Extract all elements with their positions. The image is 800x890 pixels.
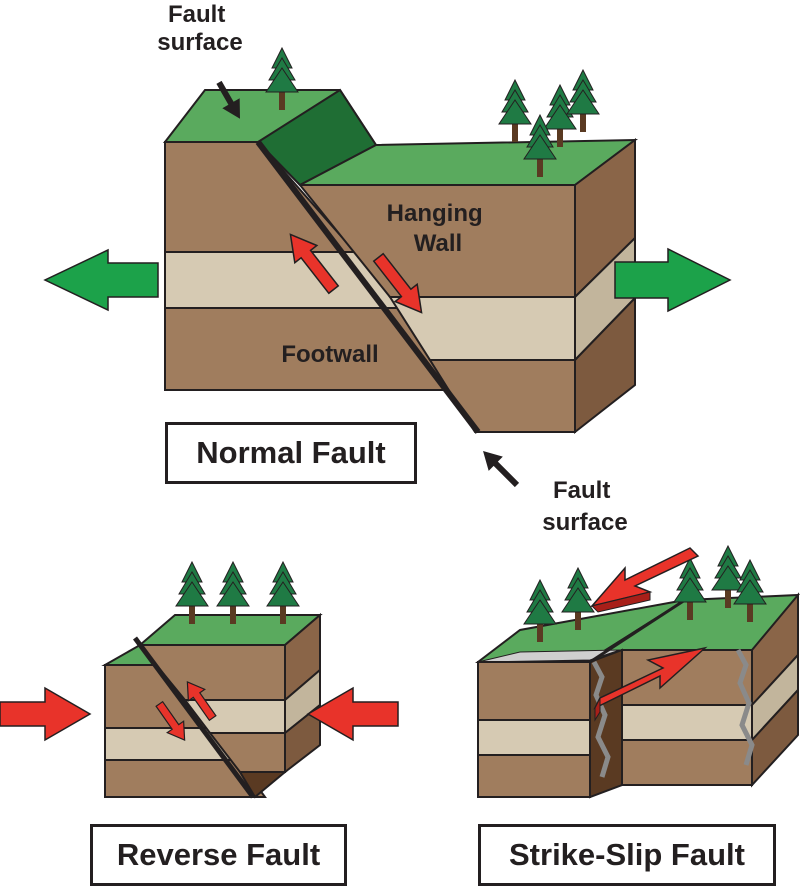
black-pointer-arrow-icon [216,80,240,119]
red-arrow-icon [186,681,217,722]
red-arrow-icon [589,547,700,613]
reverse-fault-title: Reverse Fault [90,824,347,886]
normal-fault-title: Normal Fault [165,422,417,484]
strike-slip-fault-title: Strike-Slip Fault [478,824,776,886]
red-arrow-icon [372,252,423,314]
green-arrow-icon [43,248,159,312]
red-arrow-icon [289,233,340,295]
red-arrow-icon [593,646,708,722]
pine-tree-icon [498,79,532,143]
strike-slip-fault-block [474,592,800,799]
fault-surface-top-label: Fault surface [157,1,242,56]
reverse-fault-block [101,612,323,799]
green-arrow-icon [614,247,732,313]
black-pointer-arrow-icon [483,451,520,488]
red-arrow-icon [0,686,92,742]
fault-surface-bottom-label: Fault surface [542,477,627,536]
pine-tree-icon [543,84,577,148]
red-arrow-icon [155,700,186,741]
red-arrow-icon [306,686,399,742]
footwall-label: Footwall [281,341,378,368]
normal-fault-block [162,88,639,435]
hanging-wall-label: Hanging Wall [387,200,490,257]
